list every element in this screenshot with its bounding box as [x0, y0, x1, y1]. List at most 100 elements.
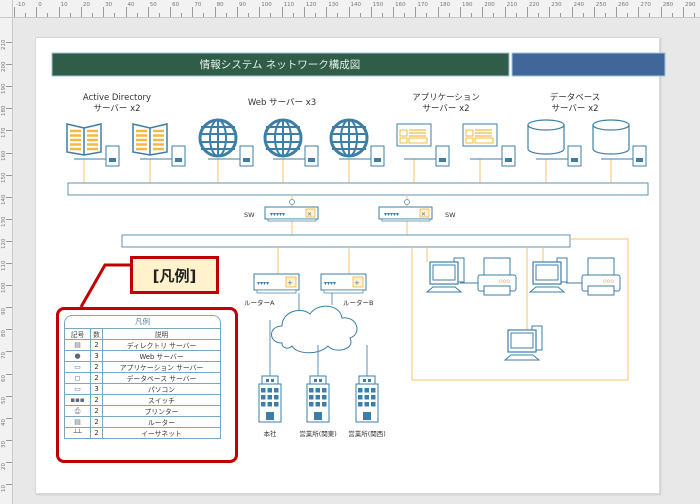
ruler-h-tick	[170, 7, 172, 17]
diagram-title: 情報システム ネットワーク構成図	[200, 58, 361, 71]
pc-icon[interactable]	[425, 257, 465, 293]
ruler-h-label: 10	[60, 2, 68, 8]
group-label-db-2: サーバー x2	[551, 104, 598, 114]
ruler-h-tick	[348, 7, 350, 17]
globe-server[interactable]	[263, 118, 319, 183]
ruler-h-tick	[14, 7, 15, 17]
ethernet-backbone-upper[interactable]	[67, 182, 649, 196]
pc-icon[interactable]	[528, 257, 568, 293]
directory-book-server[interactable]	[66, 123, 120, 183]
pc-icon[interactable]	[503, 325, 543, 361]
server-row	[66, 118, 647, 183]
ruler-h-tick	[147, 7, 149, 17]
legend-header-symbol: 記号	[64, 328, 91, 340]
switch-left[interactable]: ▾▾▾▾▾ ✕	[264, 195, 319, 236]
ruler-h-tick	[593, 7, 595, 17]
app-window-icon	[396, 123, 432, 147]
database-server[interactable]	[592, 119, 647, 183]
ruler-h-minor-tick	[537, 13, 539, 17]
router-a[interactable]: ▾▾▾▾ +	[253, 273, 300, 294]
ruler-h-tick	[526, 7, 528, 17]
ruler-h-tick	[259, 7, 261, 17]
router-icon: ▤	[74, 418, 81, 426]
ruler-h-label: 120	[305, 2, 317, 8]
legend-symbol-cell: ▭	[64, 361, 91, 373]
ruler-v-tick	[6, 152, 12, 154]
ruler-v-tick	[6, 64, 12, 66]
ruler-h-label: 100	[261, 2, 272, 8]
legend-count: 2	[90, 394, 103, 406]
ruler-h-tick	[80, 7, 82, 17]
switch-right[interactable]: ▾▾▾▾▾ ✕	[378, 195, 433, 236]
svg-text:✕: ✕	[307, 211, 312, 218]
ruler-h-minor-tick	[225, 13, 227, 17]
printer-icon[interactable]: ooo	[581, 257, 621, 296]
ruler-h-minor-tick	[47, 13, 49, 17]
app-window-server[interactable]	[396, 123, 450, 183]
ruler-h-label: 270	[640, 2, 651, 8]
legend-count: 2	[90, 405, 103, 417]
office-building-icon[interactable]	[258, 320, 282, 423]
legend-description: パソコン	[102, 383, 221, 395]
globe-server[interactable]	[329, 118, 385, 183]
ruler-h-label: 250	[595, 2, 607, 8]
group-label-web: Web サーバー x3	[248, 98, 316, 108]
legend-callout-tag[interactable]: [凡例]	[130, 256, 219, 294]
ruler-h-minor-tick	[627, 13, 629, 17]
legend-title: 凡例	[64, 315, 221, 328]
directory-book-server[interactable]	[132, 123, 186, 183]
ethernet-icon: ┴┴	[73, 429, 82, 437]
ruler-h-minor-tick	[671, 13, 673, 17]
ruler-h-label: 70	[194, 2, 202, 8]
legend-count: 3	[90, 383, 103, 395]
printer-icon[interactable]: ooo	[477, 257, 517, 296]
legend-count: 2	[90, 416, 103, 428]
legend-symbol-cell: ┴┴	[64, 427, 91, 439]
legend-header-count: 数	[90, 328, 103, 340]
legend-callout-line	[79, 263, 130, 308]
legend-description: イーサネット	[102, 427, 221, 439]
ruler-h-minor-tick	[69, 13, 71, 17]
app-window-server[interactable]	[462, 123, 516, 183]
legend-count: 3	[90, 350, 103, 362]
database-server[interactable]	[527, 119, 582, 183]
directory-book-icon	[132, 123, 168, 156]
ruler-h-label: 130	[328, 2, 339, 8]
ruler-h-minor-tick	[493, 13, 495, 17]
ruler-h-tick	[303, 7, 305, 17]
legend-symbol-cell: ▤	[64, 339, 91, 351]
office-building-icon[interactable]	[355, 345, 379, 423]
server-tower-icon	[239, 145, 254, 167]
globe-server[interactable]	[198, 118, 254, 183]
ruler-h-tick	[58, 7, 60, 17]
globe-icon	[329, 118, 369, 158]
switch-label-left: SW	[244, 211, 255, 219]
ruler-h-tick	[660, 7, 662, 17]
ruler-v-tick	[6, 307, 12, 309]
ruler-h-label: 240	[573, 2, 585, 8]
ruler-h-minor-tick	[582, 13, 584, 17]
ruler-h-minor-tick	[91, 13, 93, 17]
ruler-h-label: 170	[417, 2, 428, 8]
legend-count: 2	[90, 361, 103, 373]
ruler-h-tick	[683, 7, 684, 17]
ruler-h-tick	[192, 7, 194, 17]
ruler-v-tick	[6, 130, 12, 132]
server-tower-icon	[501, 145, 516, 167]
ruler-v-tick	[6, 285, 12, 287]
title-accent-bar[interactable]	[511, 52, 666, 77]
router-b[interactable]: ▾▾▾▾ +	[320, 273, 367, 294]
office-building-icon[interactable]	[306, 345, 330, 423]
ruler-v-tick	[6, 484, 12, 485]
ruler-h-tick	[616, 7, 618, 17]
ruler-h-minor-tick	[337, 13, 339, 17]
title-bar[interactable]	[51, 52, 510, 77]
ethernet-backbone-lower[interactable]	[121, 234, 571, 248]
